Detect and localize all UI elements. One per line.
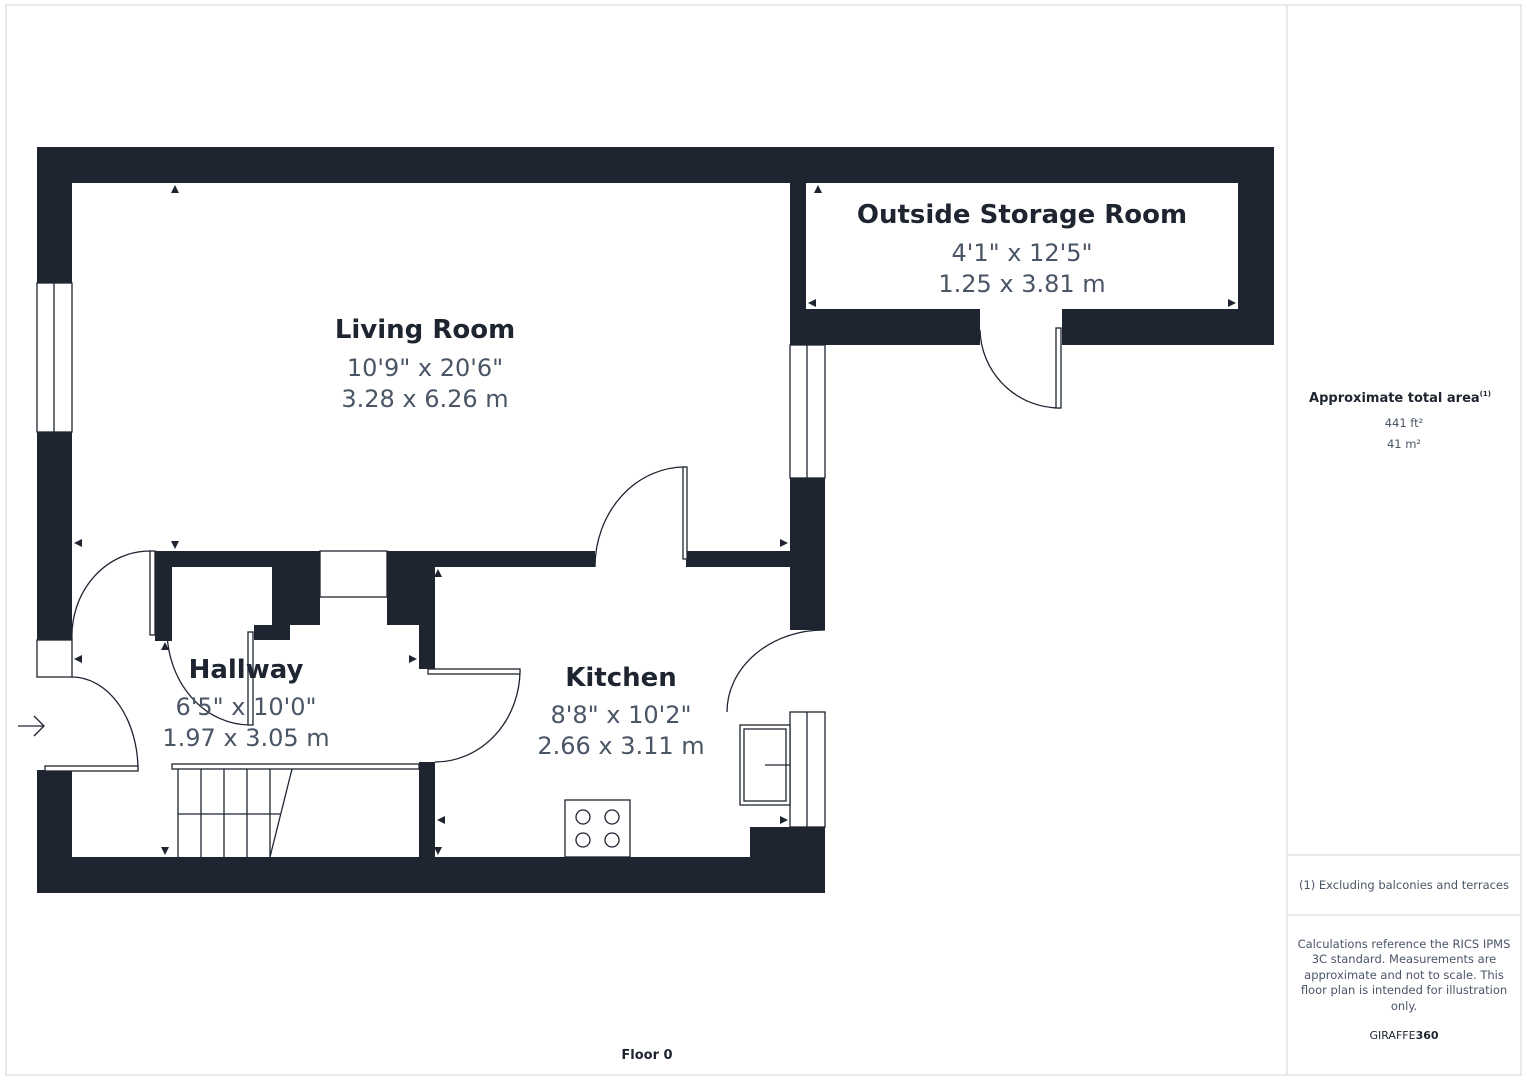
area-ft: 441 ft²: [1385, 416, 1424, 430]
stove: [564, 799, 631, 858]
disclaimer-line: only.: [1391, 999, 1417, 1013]
room-living-room: Living Room 10'9" x 20'6" 3.28 x 6.26 m: [335, 315, 515, 413]
room-name: Hallway: [189, 655, 304, 685]
brand-logo: GIRAFFE360: [1369, 1029, 1438, 1042]
room-dimensions-imperial: 10'9" x 20'6": [347, 354, 503, 382]
disclaimer-line: floor plan is intended for illustration: [1301, 983, 1507, 997]
area-title: Approximate total area(1): [1309, 390, 1491, 406]
room-dimensions-metric: 2.66 x 3.11 m: [537, 732, 704, 760]
floor-label: Floor 0: [621, 1048, 672, 1063]
room-dimensions-metric: 1.25 x 3.81 m: [938, 270, 1105, 298]
walls: [37, 147, 1274, 893]
area-m: 41 m²: [1387, 437, 1421, 451]
sink: [739, 724, 791, 806]
stairs: [177, 768, 293, 858]
summary-panel: Approximate total area(1) 441 ft² 41 m² …: [1298, 390, 1511, 1042]
room-outside-storage: Outside Storage Room 4'1" x 12'5" 1.25 x…: [857, 200, 1187, 298]
entrance-arrow-icon: [18, 715, 45, 737]
disclaimer-line: Calculations reference the RICS IPMS: [1298, 937, 1511, 951]
room-dimensions-imperial: 8'8" x 10'2": [550, 701, 691, 729]
footnote: (1) Excluding balconies and terraces: [1299, 878, 1509, 892]
room-name: Outside Storage Room: [857, 200, 1187, 230]
room-name: Living Room: [335, 315, 515, 345]
room-kitchen: Kitchen 8'8" x 10'2" 2.66 x 3.11 m: [537, 663, 704, 760]
doors: [44, 327, 1062, 772]
room-name: Kitchen: [565, 663, 677, 693]
room-dimensions-metric: 1.97 x 3.05 m: [162, 724, 329, 752]
room-hallway: Hallway 6'5" x 10'0" 1.97 x 3.05 m: [162, 655, 329, 752]
room-dimensions-imperial: 4'1" x 12'5": [951, 239, 1092, 267]
fireplace: [319, 550, 388, 598]
room-dimensions-metric: 3.28 x 6.26 m: [341, 385, 508, 413]
disclaimer-line: 3C standard. Measurements are: [1312, 952, 1497, 966]
page-border: [5, 4, 1522, 1076]
disclaimer-line: approximate and not to scale. This: [1304, 968, 1504, 982]
room-dimensions-imperial: 6'5" x 10'0": [175, 693, 316, 721]
